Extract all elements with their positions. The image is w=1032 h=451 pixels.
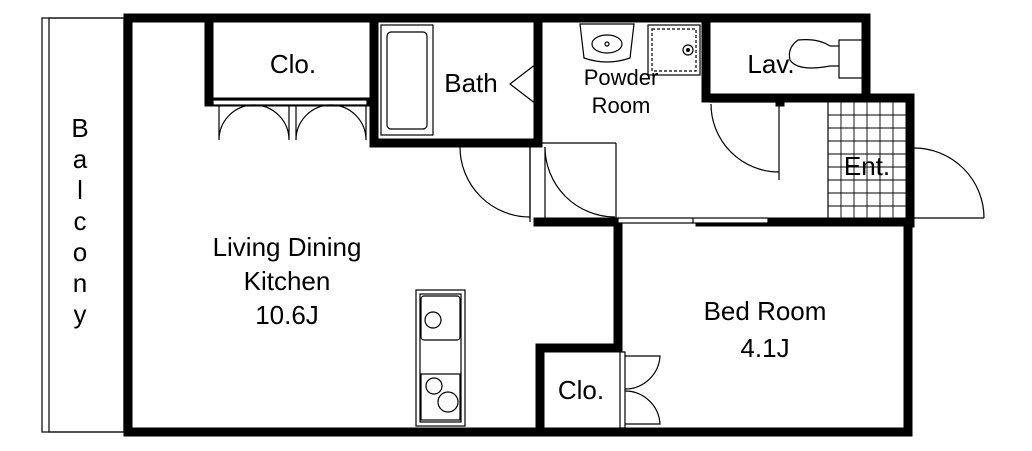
powder-door-swing bbox=[544, 146, 616, 218]
ldk-label-line1: Living Dining bbox=[213, 232, 362, 262]
washbasin-outline bbox=[579, 23, 635, 63]
walls bbox=[123, 13, 915, 437]
bedroom-size-label: 4.1J bbox=[740, 333, 789, 363]
closet-bottom-label: Clo. bbox=[558, 375, 604, 405]
closet-bottom-leaf-2 bbox=[624, 390, 661, 425]
fixtures bbox=[380, 23, 864, 427]
washer-pan-inner bbox=[651, 28, 697, 72]
toilet-tank bbox=[838, 39, 864, 79]
washer-pan-outer bbox=[647, 24, 701, 76]
kitchen-sink-drain bbox=[424, 311, 442, 329]
stove-cooktop bbox=[420, 373, 461, 421]
corridor-wall bbox=[533, 217, 623, 353]
balcony-letter: a bbox=[73, 144, 88, 174]
balcony-letter: y bbox=[74, 299, 87, 329]
bathtub bbox=[380, 24, 434, 136]
ldk-label-line2: Kitchen bbox=[244, 266, 331, 296]
closet-door-leaf-2 bbox=[253, 104, 290, 141]
entrance-label: Ent. bbox=[844, 151, 890, 181]
toilet bbox=[788, 39, 864, 79]
washbasin-bowl bbox=[591, 34, 623, 54]
bathtub-inner bbox=[386, 31, 428, 130]
entrance-door-swing bbox=[913, 147, 985, 219]
kitchen-counter-outer bbox=[415, 289, 466, 427]
closet-top-label: Clo. bbox=[270, 49, 316, 79]
stove-burner-1 bbox=[425, 377, 443, 395]
balcony-letter: n bbox=[73, 268, 87, 298]
lav-door-swing bbox=[710, 103, 780, 173]
bath-label: Bath bbox=[444, 68, 498, 98]
closet-door-track bbox=[212, 99, 368, 106]
closet-bottom-leaf-1 bbox=[624, 355, 661, 390]
closet-top-door bbox=[212, 99, 368, 141]
washbasin-drain bbox=[604, 41, 610, 47]
powder-room-label-line2: Room bbox=[592, 93, 651, 118]
washbasin bbox=[579, 23, 635, 63]
closet-door-leaf-4 bbox=[330, 104, 367, 141]
washing-machine-pan bbox=[647, 24, 701, 76]
bathtub-outer bbox=[380, 24, 434, 136]
balcony-letter: l bbox=[77, 175, 83, 205]
kitchen-counter bbox=[415, 289, 466, 427]
room-labels: Clo. Bath Powder Room Lav. Ent. Living D… bbox=[213, 49, 891, 405]
closet-door-leaf-1 bbox=[218, 104, 255, 141]
bath-entry-marker bbox=[509, 63, 537, 105]
doors bbox=[212, 99, 985, 429]
interior-lines bbox=[540, 101, 829, 224]
powder-room-label-line1: Powder bbox=[584, 65, 659, 90]
balcony-letter: c bbox=[74, 206, 87, 236]
washer-drain bbox=[682, 44, 694, 56]
closet-door-leaf-3 bbox=[295, 104, 332, 141]
balcony-inner-line bbox=[48, 17, 125, 433]
balcony-letter: B bbox=[71, 113, 88, 143]
closet-bottom-door bbox=[619, 351, 661, 429]
balcony-letter: o bbox=[73, 237, 87, 267]
closet-bottom-door-track bbox=[619, 351, 626, 429]
closet-bottom-wall bbox=[535, 343, 623, 437]
bedroom-label: Bed Room bbox=[704, 296, 827, 326]
stove-burner-2 bbox=[437, 391, 459, 413]
toilet-bowl bbox=[788, 39, 831, 69]
kitchen-sink-basin bbox=[420, 295, 461, 341]
bath-door-swing bbox=[459, 146, 531, 218]
powder-lav-wall bbox=[701, 13, 871, 103]
kitchen-counter-inner bbox=[419, 293, 462, 423]
washer-drain-center bbox=[686, 48, 690, 52]
entrance-tile-floor bbox=[828, 102, 906, 220]
lavatory-label: Lav. bbox=[747, 49, 794, 79]
bath-wall bbox=[369, 13, 543, 148]
ldk-size-label: 10.6J bbox=[255, 300, 319, 330]
